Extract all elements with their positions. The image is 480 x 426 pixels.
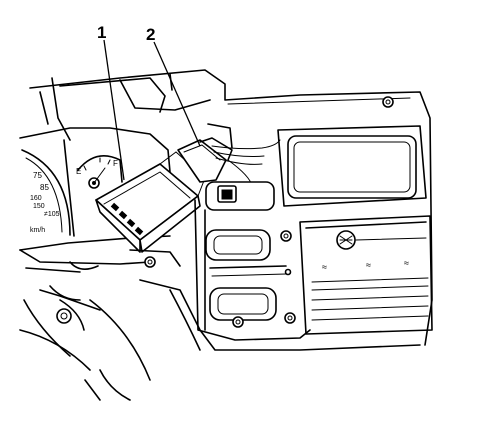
lower-dash [19, 249, 421, 401]
gauge-labels: E F 75 85 150 160 ≠105 km/h [30, 159, 118, 234]
hvac-control: ≈ ≈ ≈ [299, 215, 433, 335]
svg-text:≈: ≈ [366, 260, 371, 270]
svg-text:≈: ≈ [404, 258, 409, 268]
callouts: 1 2 [97, 23, 201, 181]
fuel-empty-label: E [76, 167, 81, 176]
speed-label-105: ≠105 [44, 211, 60, 218]
speed-label-150: 150 [33, 203, 45, 210]
instrument-cluster [19, 127, 171, 251]
speed-label-85: 85 [40, 183, 49, 192]
callout-1: 1 [97, 23, 106, 42]
dash-upper-trim [29, 69, 433, 346]
fuel-full-label: F [113, 159, 118, 168]
svg-text:≈: ≈ [322, 262, 327, 272]
display-opening [277, 125, 427, 207]
callout-2: 2 [146, 25, 155, 44]
electrical-connector [95, 151, 206, 253]
speed-label-75: 75 [33, 171, 42, 180]
harness-plug [177, 137, 281, 187]
speed-unit-label: km/h [30, 227, 45, 234]
center-stack [194, 181, 311, 341]
speed-label-160: 160 [30, 195, 42, 202]
